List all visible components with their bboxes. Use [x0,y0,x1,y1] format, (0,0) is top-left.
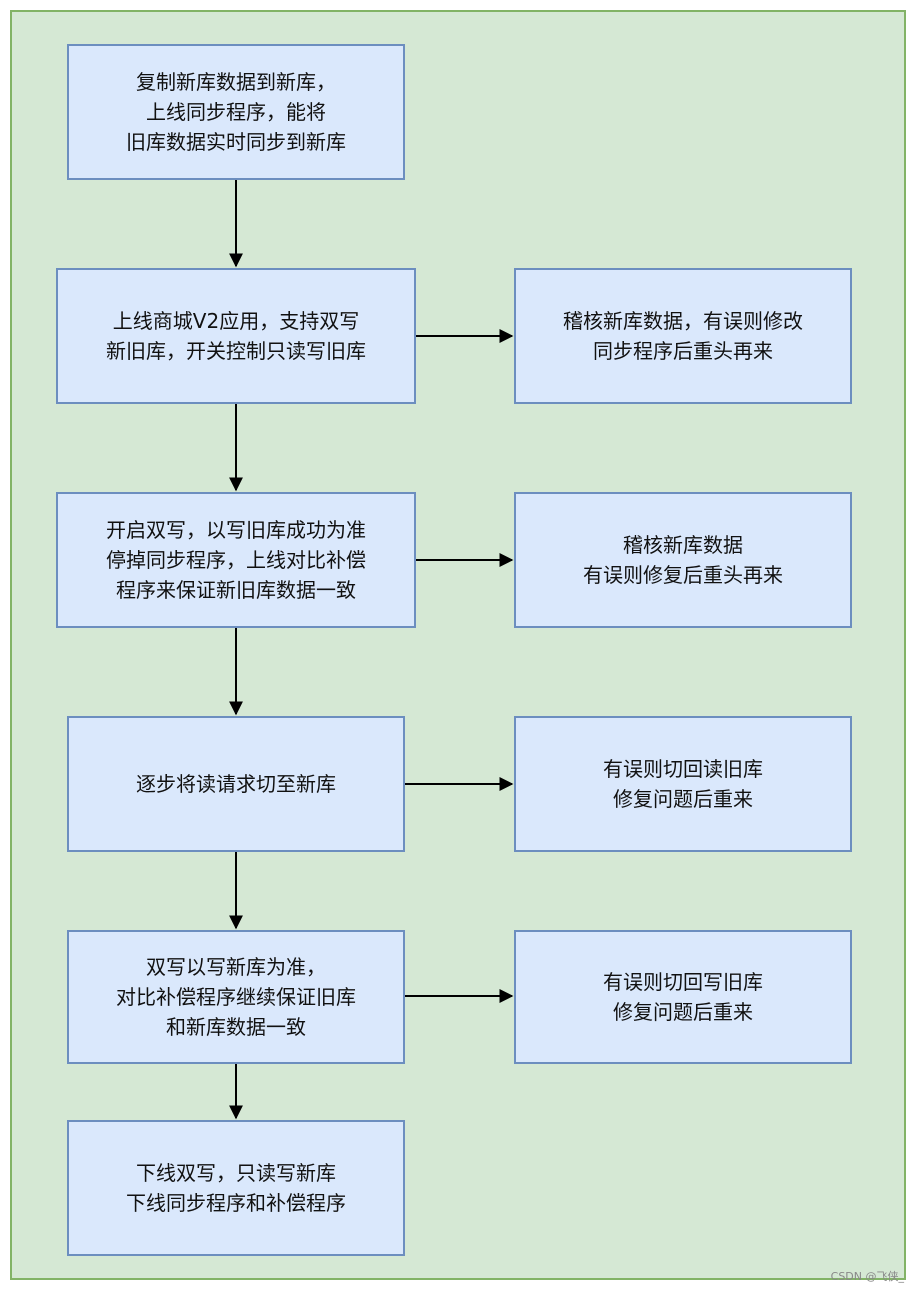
step-copy-and-sync: 复制新库数据到新库， 上线同步程序，能将 旧库数据实时同步到新库 [67,44,405,180]
rollback-reads: 有误则切回读旧库 修复问题后重来 [514,716,852,852]
step-new-db-primary: 双写以写新库为准， 对比补偿程序继续保证旧库 和新库数据一致 [67,930,405,1064]
diagram-background [10,10,906,1280]
check-audit-data-2: 稽核新库数据 有误则修复后重头再来 [514,492,852,628]
step-deploy-v2-dual-write: 上线商城V2应用，支持双写 新旧库，开关控制只读写旧库 [56,268,416,404]
rollback-writes: 有误则切回写旧库 修复问题后重来 [514,930,852,1064]
watermark: CSDN @飞侠_ [830,1270,904,1283]
step-enable-dual-write: 开启双写，以写旧库成功为准 停掉同步程序，上线对比补偿 程序来保证新旧库数据一致 [56,492,416,628]
step-switch-reads: 逐步将读请求切至新库 [67,716,405,852]
check-audit-data-1: 稽核新库数据，有误则修改 同步程序后重头再来 [514,268,852,404]
step-offline-dual-write: 下线双写，只读写新库 下线同步程序和补偿程序 [67,1120,405,1256]
